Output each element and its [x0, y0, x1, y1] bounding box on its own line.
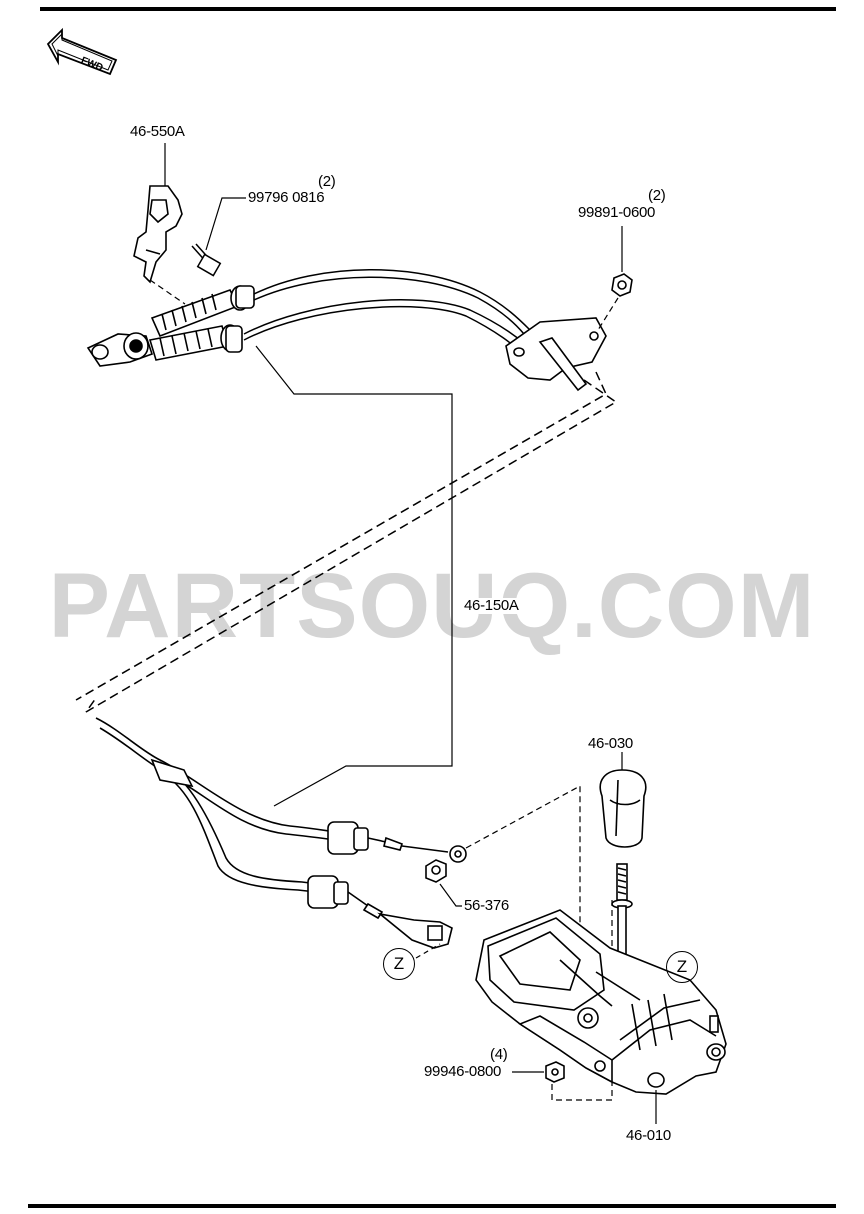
callout-z-right: Z	[666, 951, 698, 983]
qty-99891: (2)	[648, 187, 666, 204]
qty-99946: (4)	[490, 1046, 508, 1063]
leader-150a	[255, 345, 453, 807]
nut-56-376	[425, 859, 447, 883]
cable-lower-run	[95, 717, 337, 893]
cable-run-upper-a	[253, 269, 531, 331]
cable-run-upper-b	[253, 276, 525, 335]
bolt-99796	[191, 243, 222, 277]
bracket-46-550a	[133, 185, 183, 284]
washer-part	[449, 845, 467, 863]
label-56-376: 56-376	[464, 897, 509, 914]
label-99946: 99946-0800	[424, 1063, 502, 1080]
label-46-010: 46-010	[626, 1127, 671, 1144]
label-46-030: 46-030	[588, 735, 633, 752]
shifter-housing	[475, 909, 727, 1095]
watermark: PARTSOUQ.COM	[48, 555, 816, 657]
cable-boot-upper	[150, 285, 255, 338]
dash-z-link	[415, 943, 441, 959]
fwd-arrow-icon: FWD	[46, 27, 118, 76]
leader-99796	[205, 197, 246, 251]
cable-run-lower-a	[243, 299, 539, 357]
label-46-550a: 46-550A	[130, 123, 185, 140]
leader-56-376	[439, 883, 462, 907]
cable-end-lower-2	[307, 875, 453, 949]
shift-knob	[599, 769, 647, 848]
bolt-99946	[545, 1061, 565, 1083]
cable-end-lower-1	[327, 821, 449, 855]
dash-bracket-link	[149, 279, 186, 305]
label-46-150a: 46-150A	[462, 597, 521, 614]
label-99891: 99891-0600	[578, 204, 656, 221]
qty-99796: (2)	[318, 173, 336, 190]
cable-eye-end	[86, 332, 154, 367]
cable-sleeve	[150, 758, 194, 788]
dash-nut-link	[597, 297, 619, 331]
cable-dashed-loop	[75, 371, 618, 713]
cable-run-lower-b	[243, 305, 533, 363]
shift-lever	[611, 863, 633, 977]
cable-bracket-right	[505, 317, 607, 392]
nut-99891	[611, 273, 633, 297]
label-99796: 99796 0816	[248, 189, 325, 206]
callout-z-left: Z	[383, 948, 415, 980]
cable-boot-lower	[148, 324, 243, 361]
